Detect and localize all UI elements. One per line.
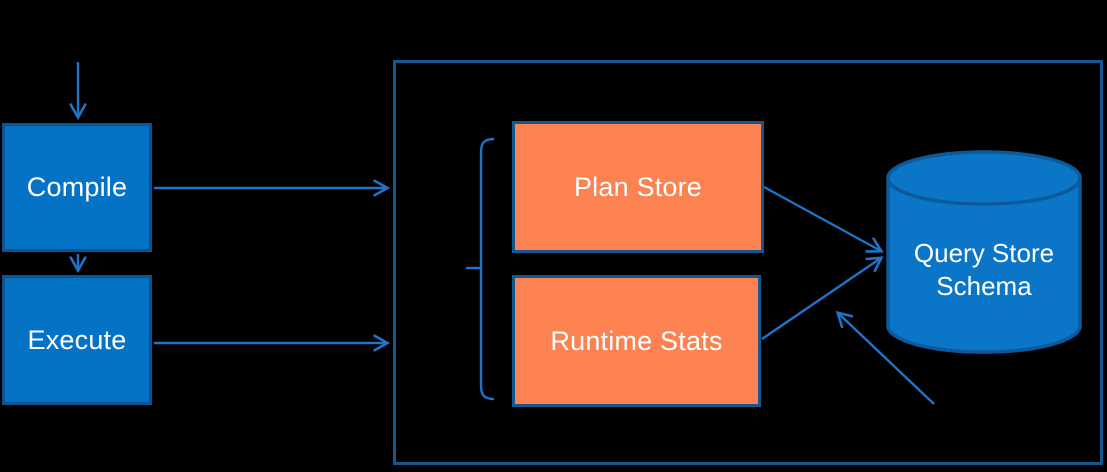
cylinder-body [886, 178, 1082, 354]
execute-label: Execute [27, 324, 127, 355]
compile-node: Compile [2, 123, 152, 252]
database-cylinder-icon [886, 150, 1082, 354]
query-store-schema-label: Query Store Schema [888, 237, 1080, 303]
cylinder-top [886, 150, 1082, 206]
runtime-stats-node: Runtime Stats [512, 275, 761, 407]
runtime-stats-label: Runtime Stats [550, 325, 723, 356]
compile-label: Compile [26, 172, 128, 202]
arrow-plan-store-to-schema [763, 185, 881, 251]
plan-store-label: Plan Store [573, 171, 703, 202]
query-store-schema-line2: Schema [936, 271, 1032, 301]
query-store-schema-line1: Query Store [913, 238, 1055, 268]
arrow-external-into-schema [838, 313, 935, 405]
execute-node: Execute [2, 275, 152, 405]
plan-store-node: Plan Store [512, 121, 764, 253]
query-store-container [393, 60, 1103, 465]
arrow-runtime-stats-to-schema [761, 258, 881, 340]
